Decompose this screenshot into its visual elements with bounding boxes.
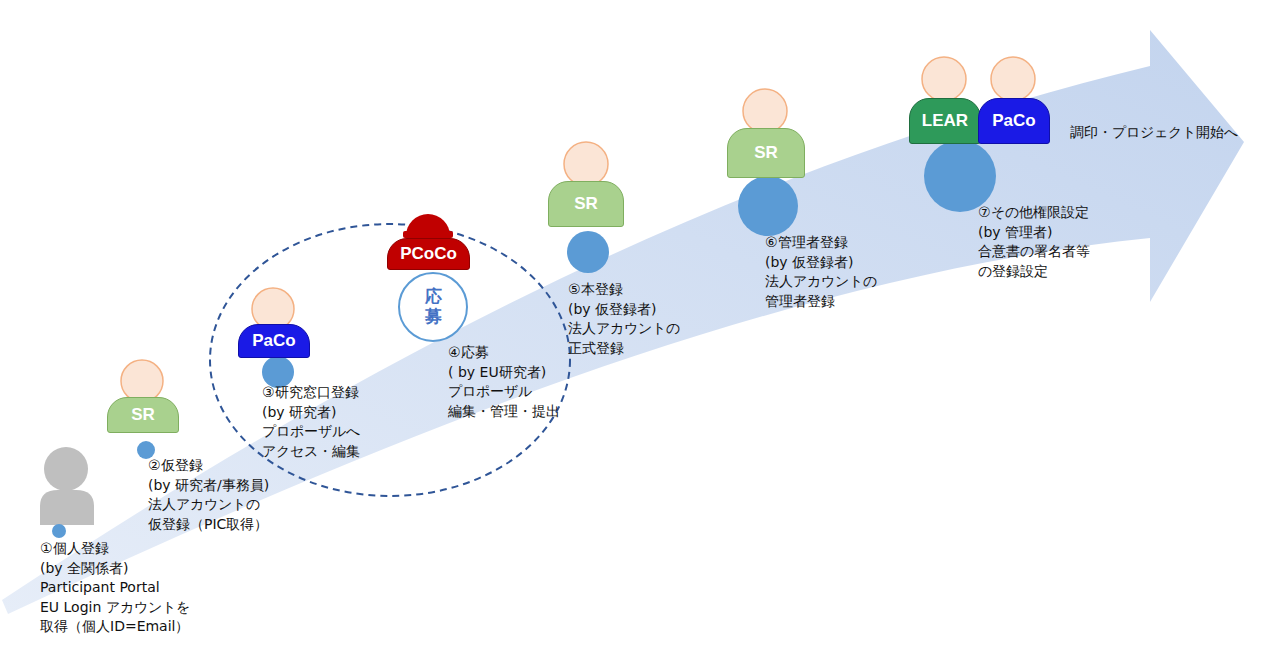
step-text: プロポーザルへ <box>262 422 360 441</box>
role-shirt: PaCo <box>978 98 1050 144</box>
step-text: プロポーザル <box>448 382 532 401</box>
step-text: ③研究窓口登録 <box>262 383 359 402</box>
step-text: ②仮登録 <box>148 456 203 475</box>
role-shirt: SR <box>107 397 179 433</box>
step-text: (by 仮登録者) <box>568 300 657 319</box>
step-dot <box>262 356 294 388</box>
step-text: ④応募 <box>448 343 489 362</box>
role-shirt: PaCo <box>238 324 310 358</box>
step-text: アクセス・編集 <box>262 442 360 461</box>
step-dot <box>137 441 155 459</box>
step-text: 合意書の署名者等 <box>978 242 1090 261</box>
step-text: 法人アカウントの <box>765 272 877 291</box>
step-text: 法人アカウントの <box>148 495 260 514</box>
role-name: SR <box>131 405 155 425</box>
step-text: EU Login アカウントを <box>40 598 190 617</box>
apply-circle: 応募 <box>398 272 468 342</box>
step-text: ⑦その他権限設定 <box>978 203 1089 222</box>
step-text: (by 研究者/事務員) <box>148 476 269 495</box>
person-head <box>991 57 1035 101</box>
step-text: (by 研究者) <box>262 403 337 422</box>
step-dot <box>924 140 996 212</box>
apply-text: 応募 <box>424 287 442 326</box>
person-head <box>922 57 966 101</box>
role-name: LEAR <box>922 111 968 131</box>
step-text: の登録設定 <box>978 262 1048 281</box>
step-dot <box>567 231 609 273</box>
role-name: PaCo <box>252 331 295 351</box>
step-text: ( by EU研究者) <box>448 363 546 382</box>
step-text: 法人アカウントの <box>568 319 680 338</box>
step-text: 編集・管理・提出 <box>448 402 560 421</box>
step-text: Participant Portal <box>40 578 160 597</box>
role-name: SR <box>574 194 598 214</box>
step-text: (by 全関係者) <box>40 559 129 578</box>
step-text: 仮登録（PIC取得） <box>148 515 268 534</box>
step-text: (by 管理者) <box>978 223 1053 242</box>
person-head <box>44 447 88 491</box>
step-text: (by 仮登録者) <box>765 253 854 272</box>
role-shirt: LEAR <box>909 98 981 144</box>
person-head <box>121 360 163 402</box>
person-head <box>564 142 608 186</box>
role-name: SR <box>754 143 778 163</box>
step-dot <box>738 176 798 236</box>
role-shirt: PCoCo <box>387 238 470 270</box>
person-head <box>743 89 787 133</box>
step-text: ⑤本登録 <box>568 280 623 299</box>
step-text: 取得（個人ID=Email） <box>40 617 189 636</box>
step-text: 管理者登録 <box>765 292 835 311</box>
role-name: PaCo <box>992 111 1035 131</box>
person-body <box>40 490 94 525</box>
progress-arrow <box>2 30 1244 614</box>
cap-brim <box>403 231 453 238</box>
role-shirt: SR <box>727 128 805 178</box>
step-text: ①個人登録 <box>40 539 109 558</box>
dashed-group-outline <box>210 224 570 496</box>
role-name: PCoCo <box>400 244 457 264</box>
step-dot <box>52 524 66 538</box>
role-shirt: SR <box>548 181 624 227</box>
step-text: 正式登録 <box>568 339 624 358</box>
step-text: ⑥管理者登録 <box>765 233 848 252</box>
arrow-caption: 調印・プロジェクト開始へ <box>1070 123 1238 142</box>
